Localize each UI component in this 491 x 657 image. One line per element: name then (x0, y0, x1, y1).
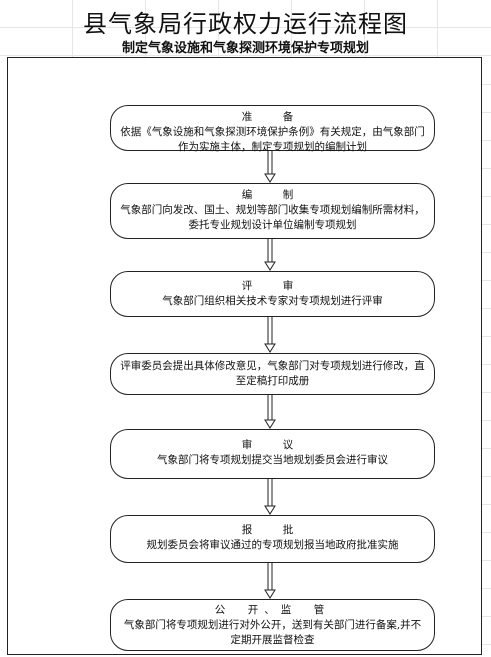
flow-step-approve: 报 批 规划委员会将审议通过的专项规划报当地政府批准实施 (110, 515, 435, 563)
flow-step-text: 依据《气象设施和气象探测环境保护条例》有关规定，由气象部门作为实施主体，制定专项… (120, 126, 425, 153)
flow-step-title: 准 备 (241, 111, 304, 123)
down-arrow-icon (264, 151, 276, 183)
flow-step-text: 气象部门向发改、国土、规划等部门收集专项规划编制所需材料，委托专业规划设计单位编… (120, 204, 425, 231)
flow-step-title: 编 制 (241, 189, 304, 201)
flow-step-text: 评审委员会提出具体修改意见，气象部门对专项规划进行修改，直至定稿打印成册 (120, 360, 425, 387)
flow-step-title: 报 批 (241, 524, 304, 536)
sheet-gridlines-right (482, 57, 491, 657)
flow-step-text: 气象部门将专项规划进行对外公开，送到有关部门进行备案,并不定期开展监督检查 (123, 619, 422, 646)
sheet-gridlines (0, 0, 491, 60)
down-arrow-icon (264, 317, 276, 353)
down-arrow-icon (264, 479, 276, 515)
flow-step-text: 规划委员会将审议通过的专项规划报当地政府批准实施 (146, 539, 399, 551)
flow-step-publish-supervise: 公 开、监 管 气象部门将专项规划进行对外公开，送到有关部门进行备案,并不定期开… (110, 599, 435, 651)
flow-step-compile: 编 制 气象部门向发改、国土、规划等部门收集专项规划编制所需材料，委托专业规划设… (110, 183, 435, 239)
page-title: 县气象局行政权力运行流程图 (83, 10, 408, 38)
down-arrow-icon (264, 563, 276, 599)
flow-step-title: 审 议 (241, 439, 304, 451)
down-arrow-icon (264, 239, 276, 271)
page-subtitle: 制定气象设施和气象探测环境保护专项规划 (121, 41, 369, 56)
flow-step-revise: 评审委员会提出具体修改意见，气象部门对专项规划进行修改，直至定稿打印成册 (110, 353, 435, 395)
flow-step-text: 气象部门将专项规划提交当地规划委员会进行审议 (157, 454, 388, 466)
flow-step-title: 评 审 (241, 280, 304, 292)
flow-step-prepare: 准 备 依据《气象设施和气象探测环境保护条例》有关规定，由气象部门作为实施主体，… (110, 105, 435, 153)
flow-step-text: 气象部门组织相关技术专家对专项规划进行评审 (162, 295, 383, 307)
down-arrow-icon (264, 395, 276, 429)
flow-step-title: 公 开、监 管 (214, 604, 331, 616)
flow-step-deliberate: 审 议 气象部门将专项规划提交当地规划委员会进行审议 (110, 429, 435, 479)
flow-step-review: 评 审 气象部门组织相关技术专家对专项规划进行评审 (110, 271, 435, 317)
